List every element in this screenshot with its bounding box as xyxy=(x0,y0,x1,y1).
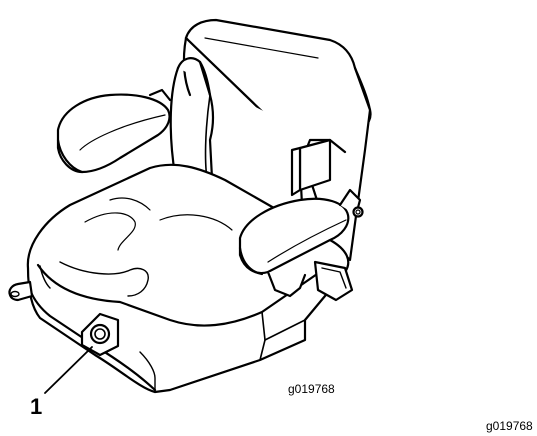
callout-leader-line xyxy=(44,346,93,394)
left-adjust-knob xyxy=(8,280,34,302)
figure-code-outer: g019768 xyxy=(486,419,533,433)
callout-number-1: 1 xyxy=(30,394,43,419)
left-armrest xyxy=(56,88,172,174)
seat-side-bushing xyxy=(80,312,120,357)
side-latch xyxy=(313,260,354,302)
right-armrest xyxy=(238,188,364,298)
figure-code-inner: g019768 xyxy=(288,382,335,396)
